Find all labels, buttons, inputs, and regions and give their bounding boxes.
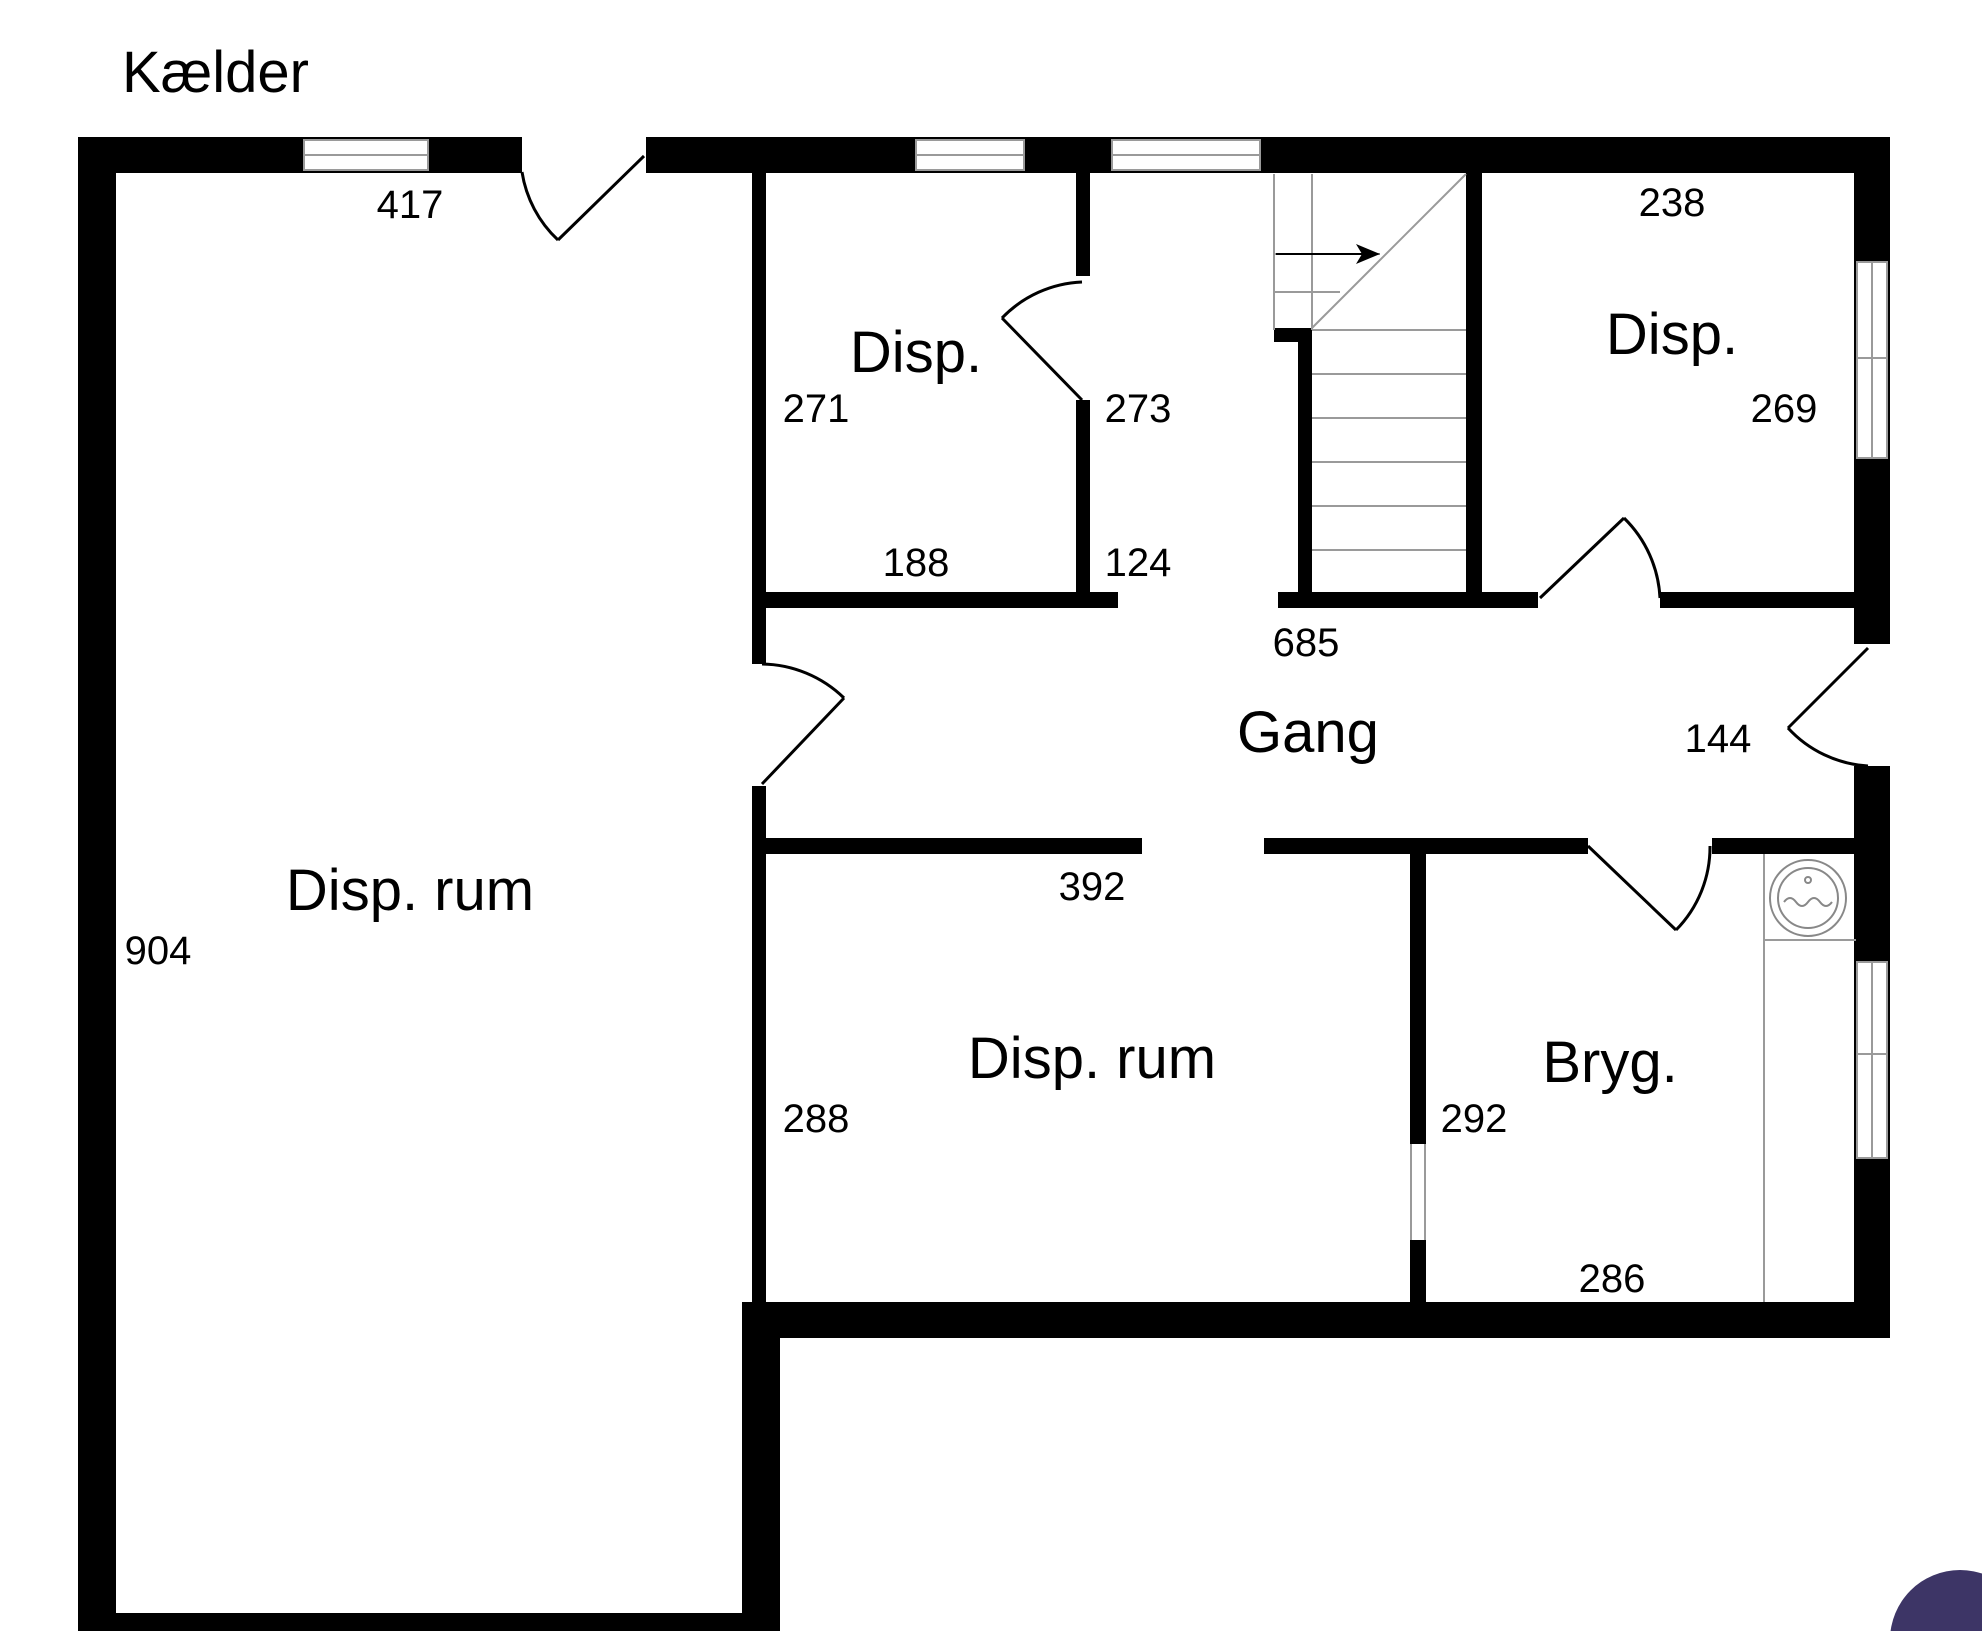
floor-title: Kælder — [122, 40, 309, 105]
dimension-904: 904 — [125, 929, 192, 973]
wall-stair-right — [1466, 170, 1482, 608]
room-label-bryg: Bryg. — [1542, 1030, 1677, 1095]
wall-small-disp-right-upper — [1076, 170, 1090, 276]
wall-lower-disp-bryg-upper — [1410, 850, 1426, 1144]
dimension-144: 144 — [1685, 717, 1752, 761]
dimension-685: 685 — [1273, 621, 1340, 665]
door-right-disp — [1538, 516, 1662, 600]
wall-gang-bottom-right — [1712, 838, 1860, 854]
doors — [520, 154, 1870, 932]
wall-left — [78, 137, 116, 1631]
window-bryg-interior — [1410, 1141, 1426, 1243]
dimension-188: 188 — [883, 541, 950, 585]
door-bryg — [1586, 844, 1712, 932]
room-label-disp-small-left: Disp. — [850, 320, 982, 385]
door-small-disp — [1000, 280, 1084, 402]
dimension-288: 288 — [783, 1097, 850, 1141]
door-entrance — [520, 154, 646, 242]
window-top-2 — [915, 139, 1025, 171]
wall-lower-inner-vertical — [742, 1302, 780, 1631]
dimension-271: 271 — [783, 387, 850, 431]
dimension-417: 417 — [377, 183, 444, 227]
window-right-1 — [1856, 261, 1888, 459]
interior-walls — [752, 170, 1860, 1306]
wall-stair-left — [1298, 328, 1312, 600]
room-label-gang: Gang — [1237, 700, 1379, 765]
wall-gang-bottom-left — [752, 838, 1142, 854]
dimension-292: 292 — [1441, 1097, 1508, 1141]
wall-small-disp-right-lower — [1076, 400, 1090, 596]
wall-top-left — [78, 137, 522, 173]
dimension-269: 269 — [1751, 387, 1818, 431]
room-label-disp-small-right: Disp. — [1606, 302, 1738, 367]
wall-top-right — [646, 137, 1890, 173]
window-top-1 — [303, 139, 429, 171]
opening-right-gang — [1854, 644, 1890, 766]
circle-decoration-icon — [1890, 1570, 1982, 1631]
wall-right-disp-bottom-right — [1660, 592, 1860, 608]
staircase — [1273, 173, 1467, 551]
dimension-124: 124 — [1105, 541, 1172, 585]
dimension-392: 392 — [1059, 865, 1126, 909]
wall-bottom-large-room — [78, 1613, 780, 1631]
dimension-273: 273 — [1105, 387, 1172, 431]
door-openings — [1854, 644, 1890, 766]
wall-lower-disp-bryg-lower — [1410, 1240, 1426, 1306]
door-large-room — [760, 662, 846, 786]
dimension-286: 286 — [1579, 1257, 1646, 1301]
wall-large-room-right-lower — [752, 786, 766, 1306]
door-exterior-right — [1786, 646, 1870, 768]
window-top-3 — [1111, 139, 1261, 171]
wall-right-disp-bottom-left — [1482, 592, 1538, 608]
wall-bottom-right-block — [742, 1302, 1890, 1338]
dimension-238: 238 — [1639, 181, 1706, 225]
window-right-2 — [1856, 961, 1888, 1159]
wall-gang-bottom-middle — [1264, 838, 1588, 854]
washbasin-icon — [1769, 859, 1847, 937]
wall-large-room-right-upper — [752, 170, 766, 664]
room-label-disp-rum-lower: Disp. rum — [968, 1026, 1216, 1091]
arrow-right-icon — [1276, 244, 1380, 264]
windows — [303, 139, 1888, 1243]
utility-counter — [1763, 854, 1856, 1302]
wall-small-disp-bottom — [752, 592, 1118, 608]
room-label-disp-rum-large: Disp. rum — [286, 858, 534, 923]
